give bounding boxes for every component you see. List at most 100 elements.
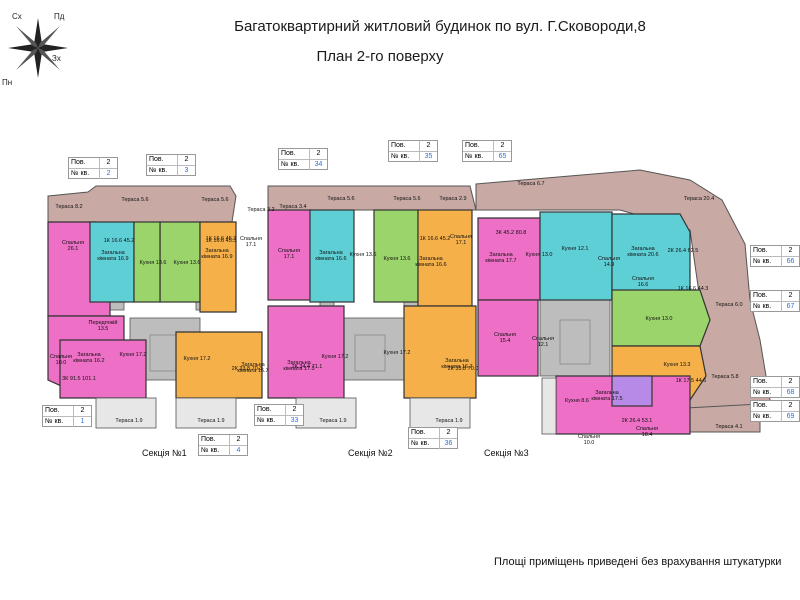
tag-apt-value: 66 bbox=[786, 258, 795, 265]
room-label: Кухня 13.6 bbox=[173, 260, 201, 266]
room-label: 2К 33.8 70.0 bbox=[447, 366, 479, 372]
room-label: Тераса 5.6 bbox=[393, 196, 421, 202]
tag-apt-value: 4 bbox=[236, 447, 241, 454]
room-label: Загальна кімната 16.9 bbox=[201, 248, 233, 260]
apartments bbox=[47, 209, 711, 435]
room-label: Тераса 3.4 bbox=[279, 204, 307, 210]
room-label: Спальня 16.6 bbox=[631, 276, 655, 288]
room-label: 3К 45.2 80.8 bbox=[495, 230, 527, 236]
tag-floor-label: Пов. bbox=[147, 155, 178, 165]
room-label: Тераса 1.9 bbox=[197, 418, 225, 424]
tag-apt-value: 65 bbox=[498, 153, 507, 160]
room-label: Тераса 6.7 bbox=[517, 181, 545, 187]
room-label: Кухня 17.2 bbox=[321, 354, 349, 360]
apartment-65-pink-south bbox=[477, 299, 539, 377]
tag-apt-label: № кв. bbox=[199, 446, 230, 456]
room-label: Кухня 13.3 bbox=[663, 362, 691, 368]
tag-floor-label: Пов. bbox=[199, 435, 230, 445]
tag-floor-label: Пов. bbox=[69, 158, 100, 168]
room-label: Кухня 13.0 bbox=[645, 316, 673, 322]
tag-floor-label: Пов. bbox=[43, 406, 74, 416]
tag-apt-label: № кв. bbox=[463, 152, 494, 162]
apartment-33 bbox=[267, 305, 345, 399]
tag-apt-value: 69 bbox=[786, 413, 795, 420]
room-label: Кухня 13.6 bbox=[383, 256, 411, 262]
room-label: Спальня 17.1 bbox=[449, 234, 473, 246]
compass-label-nw: Сх bbox=[12, 12, 22, 21]
tag-floor-value: 2 bbox=[106, 159, 111, 166]
tag-apt-label: № кв. bbox=[43, 417, 74, 427]
tag-floor-value: 2 bbox=[788, 247, 793, 254]
room-label: Спальня 15.4 bbox=[493, 332, 517, 344]
apartment-33-pink-north bbox=[267, 209, 313, 301]
room-label: Спальня 12.1 bbox=[531, 336, 555, 348]
room-label: Загальна кімната 16.6 bbox=[315, 250, 347, 262]
tag-floor-label: Пов. bbox=[255, 405, 286, 415]
tag-apt-value: 68 bbox=[786, 389, 795, 396]
room-label: Спальня 14.9 bbox=[597, 256, 621, 268]
page-title: Багатоквартирний житловий будинок по вул… bbox=[234, 18, 646, 35]
tag-apt-label: № кв. bbox=[147, 166, 178, 176]
room-label: Передпокій 13.5 bbox=[88, 320, 118, 332]
room-label: Спальня 10.0 bbox=[577, 434, 601, 446]
tag-floor-label: Пов. bbox=[463, 141, 494, 151]
balconies bbox=[95, 377, 557, 435]
room-label: Тераса 6.0 bbox=[715, 302, 743, 308]
room-label: Загальна кімната 16.6 bbox=[415, 256, 447, 268]
apartment-34-cyan bbox=[309, 209, 355, 303]
balcony-4 bbox=[175, 397, 237, 429]
tag-floor-label: Пов. bbox=[751, 377, 782, 387]
tag-apt-value: 34 bbox=[314, 161, 323, 168]
room-label: Загальна кімната 17.7 bbox=[485, 252, 517, 264]
apartment-66 bbox=[611, 213, 691, 301]
room-label: Кухня 17.2 bbox=[383, 350, 411, 356]
tag-apt-label: № кв. bbox=[279, 160, 310, 170]
tag-floor-label: Пов. bbox=[389, 141, 420, 151]
tag-apt-label: № кв. bbox=[751, 302, 782, 312]
apartment-4 bbox=[175, 331, 263, 399]
apartment-35-green bbox=[373, 209, 419, 303]
corridor-section-3 bbox=[539, 299, 611, 377]
room-label: 2К 26.4 62.5 bbox=[667, 248, 699, 254]
apartment-3-orange bbox=[199, 221, 237, 313]
apartment-36 bbox=[403, 305, 477, 399]
room-label: 1К 16.6 45.3 bbox=[205, 238, 237, 244]
compass-label-ne: Пд bbox=[54, 12, 65, 21]
apartment-1-south bbox=[59, 339, 147, 399]
tag-floor-value: 2 bbox=[426, 142, 431, 149]
tag-floor-value: 2 bbox=[236, 436, 241, 443]
room-label: Тераса 4.1 bbox=[715, 424, 743, 430]
room-label: Спальня 17.1 bbox=[277, 248, 301, 260]
room-label: Спальня 26.1 bbox=[61, 240, 85, 252]
room-label: 1К 16.6 44.3 bbox=[677, 286, 709, 292]
tag-apt-value: 33 bbox=[290, 417, 299, 424]
tag-apt-value: 3 bbox=[184, 167, 189, 174]
balcony-1 bbox=[95, 397, 157, 429]
tag-apt-value: 2 bbox=[106, 170, 111, 177]
tag-apt-label: № кв. bbox=[751, 412, 782, 422]
section-label-3: Секція №3 bbox=[484, 448, 529, 458]
room-label: Кухня 13.6 bbox=[139, 260, 167, 266]
tag-floor-value: 2 bbox=[292, 406, 297, 413]
tag-apt-label: № кв. bbox=[751, 388, 782, 398]
room-label: Кухня 13.0 bbox=[525, 252, 553, 258]
room-label: Кухня 8.6 bbox=[565, 398, 589, 404]
room-label: 1К 16.6 45.3 bbox=[205, 236, 237, 242]
tag-floor-value: 2 bbox=[788, 292, 793, 299]
tag-floor-value: 2 bbox=[316, 150, 321, 157]
tag-floor-value: 2 bbox=[80, 407, 85, 414]
apartment-69-violet bbox=[611, 375, 653, 407]
compass-rose-icon bbox=[8, 18, 68, 78]
room-label: Кухня 17.2 bbox=[183, 356, 211, 362]
room-label: Загальна кімната 16.7 bbox=[441, 358, 473, 370]
room-label: Тераса 5.6 bbox=[121, 197, 149, 203]
room-label: Тераса 1.9 bbox=[319, 418, 347, 424]
